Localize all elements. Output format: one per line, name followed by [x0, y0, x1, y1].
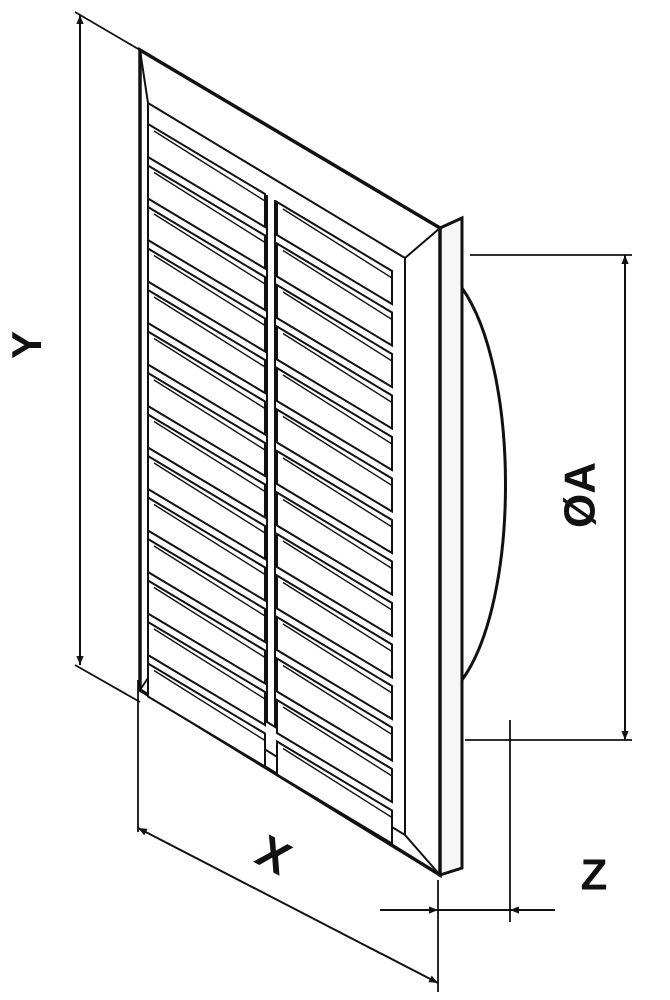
- louver-slat-edge: [153, 420, 266, 493]
- louver-slat: [147, 578, 266, 686]
- louver-slat: [147, 412, 266, 520]
- extension-lines: [74, 11, 632, 992]
- louver-slat: [147, 454, 266, 561]
- louver-slat: [147, 246, 266, 354]
- louver-slat-edge: [282, 332, 393, 404]
- louver-slat-edge: [282, 623, 393, 694]
- louver-slat-edge: [282, 706, 393, 777]
- louver-slat: [147, 661, 266, 769]
- louver-slat: [276, 615, 393, 721]
- louver-slat: [147, 620, 266, 727]
- louver-slat: [276, 241, 393, 348]
- louver-slat-edge: [153, 586, 266, 659]
- louver-slat-edge: [153, 296, 266, 368]
- louver-slat: [276, 407, 393, 514]
- louver-slat: [147, 495, 266, 603]
- louver-slat: [276, 698, 393, 804]
- louver-slat-edge: [153, 545, 266, 617]
- louver-slats: [147, 122, 393, 846]
- louver-slat-edge: [153, 130, 266, 202]
- duct-spigot: [460, 287, 507, 681]
- louver-slat: [276, 200, 393, 306]
- louver-slat-edge: [282, 581, 393, 653]
- louver-slat: [276, 283, 393, 389]
- dimension-lines: [76, 15, 629, 984]
- louver-slat: [147, 288, 266, 395]
- louver-slat-edge: [153, 628, 266, 700]
- label-x: X: [248, 824, 300, 884]
- louver-slat: [276, 366, 393, 472]
- louver-slat: [147, 537, 266, 644]
- louver-slat-edge: [282, 374, 393, 445]
- louver-slat: [276, 532, 393, 638]
- louver-slat: [276, 490, 393, 597]
- louver-slat-edge: [153, 503, 266, 576]
- louver-slat-edge: [153, 669, 266, 742]
- louver-slat-edge: [282, 540, 393, 611]
- louver-slat-edge: [282, 249, 393, 321]
- louver-slat-edge: [282, 664, 393, 736]
- label-diameter-a: ØA: [556, 462, 605, 528]
- louver-slat: [147, 329, 266, 437]
- louver-slat: [147, 163, 266, 271]
- frame-side-face: [438, 215, 464, 878]
- louver-slat: [276, 324, 393, 431]
- louver-slat-edge: [282, 498, 393, 570]
- label-y: Y: [3, 331, 50, 359]
- louver-slat: [276, 573, 393, 680]
- louver-slat: [276, 656, 393, 763]
- louver-slat: [276, 449, 393, 555]
- louver-slat-edge: [153, 462, 266, 534]
- louver-slat-edge: [153, 171, 266, 244]
- louver-slat-edge: [153, 379, 266, 451]
- louver-slat: [147, 205, 266, 312]
- louver-slat-edge: [282, 457, 393, 528]
- louver-slat-edge: [282, 415, 393, 487]
- louver-slat-edge: [282, 208, 393, 279]
- center-divider: [266, 195, 276, 729]
- louver-slat-edge: [153, 213, 266, 285]
- louver-slat-edge: [282, 747, 393, 819]
- louver-slat-edge: [153, 254, 266, 327]
- label-z: Z: [581, 851, 608, 900]
- dim-x-line: [137, 827, 439, 984]
- louver-slat: [147, 371, 266, 478]
- louver-slat-edge: [282, 291, 393, 362]
- louver-slat-edge: [153, 337, 266, 410]
- louver-slat: [147, 122, 266, 229]
